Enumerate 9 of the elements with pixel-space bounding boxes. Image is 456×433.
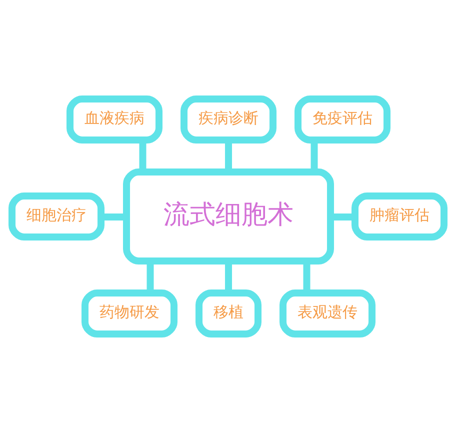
node-box: 移植 [196,290,262,338]
node-box: 细胞治疗 [8,192,104,240]
node-box: 药物研发 [82,290,178,338]
node-box: 肿瘤评估 [352,192,448,240]
node-box: 表观遗传 [280,290,376,338]
node-box: 血液疾病 [66,96,162,144]
node-box: 流式细胞术 [123,168,334,264]
node-box: 免疫评估 [294,96,390,144]
node-box: 疾病诊断 [180,96,276,144]
